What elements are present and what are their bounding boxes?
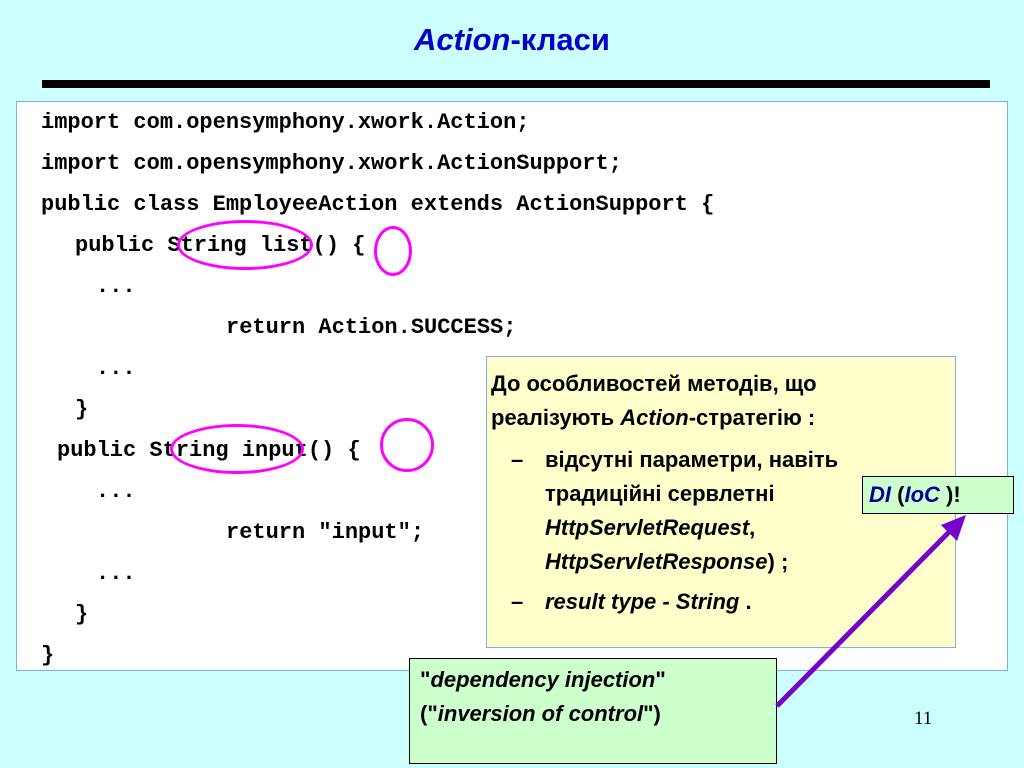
slide-title: Action-класи [0,22,1024,58]
note-text: реалізують Action-стратегію : [491,405,815,431]
bullet-text-part: . [739,589,752,614]
code-line: ... [96,356,136,381]
code-line: ... [96,274,136,299]
bullet-text-em: HttpServletRequest [545,515,750,540]
page-number: 11 [914,708,933,729]
dep-text-em: inversion of control [437,701,644,726]
code-line: } [41,643,55,668]
bullet-dash: – [511,447,524,472]
code-line: import com.opensymphony.xwork.ActionSupp… [41,151,622,176]
dep-text-part: " [655,667,666,692]
bullet-text-part: , [749,515,756,540]
string-highlight-circle [177,220,313,270]
bullet-dash: – [511,589,524,614]
dep-text-part: ") [643,701,661,726]
code-line: import com.opensymphony.xwork.Action; [41,110,530,135]
di-text: DI [869,482,891,507]
code-line: public class EmployeeAction extends Acti… [41,192,715,217]
bullet-text: HttpServletResponse) ; [545,549,788,575]
di-ioc-label: DI (IoC )! [862,476,1014,514]
dep-text-part: " [420,667,431,692]
di-text-part: ( [891,482,905,507]
bullet-text-em: result type - String [545,589,740,614]
note-text-part: -стратегію : [688,405,816,430]
code-line: } [75,397,89,422]
bullet-text: традиційні сервлетні [545,481,775,506]
no-params-highlight-circle [374,226,412,276]
bullet-text-part: ) ; [767,549,789,574]
dep-text-em: dependency injection [430,667,656,692]
slide-title-em: Action [414,22,511,57]
dep-text: ("inversion of control") [420,701,661,727]
string-highlight-circle [170,424,304,474]
note-text-em: Action [620,405,689,430]
slide-title-rest: -класи [510,22,610,57]
code-line: return Action.SUCCESS; [226,315,517,340]
di-text-part: )! [939,482,961,507]
code-line: } [75,602,89,627]
note-text: До особливостей методів, що [491,371,817,396]
dep-text: "dependency injection" [420,667,666,693]
title-divider [42,80,990,88]
note-text-part: реалізують [491,405,621,430]
dep-text-part: (" [420,701,438,726]
code-line: ... [96,561,136,586]
bullet-text: HttpServletRequest, [545,515,755,541]
bullet-text: відсутні параметри, навіть [545,447,839,472]
dependency-injection-box: "dependency injection" ("inversion of co… [409,658,777,764]
code-line: ... [96,479,136,504]
bullet-text: result type - String . [545,589,752,615]
no-params-highlight-circle [380,418,434,472]
code-line: return "input"; [226,520,425,545]
bullet-text-em: HttpServletResponse [545,549,768,574]
ioc-text: IoC [904,482,940,507]
